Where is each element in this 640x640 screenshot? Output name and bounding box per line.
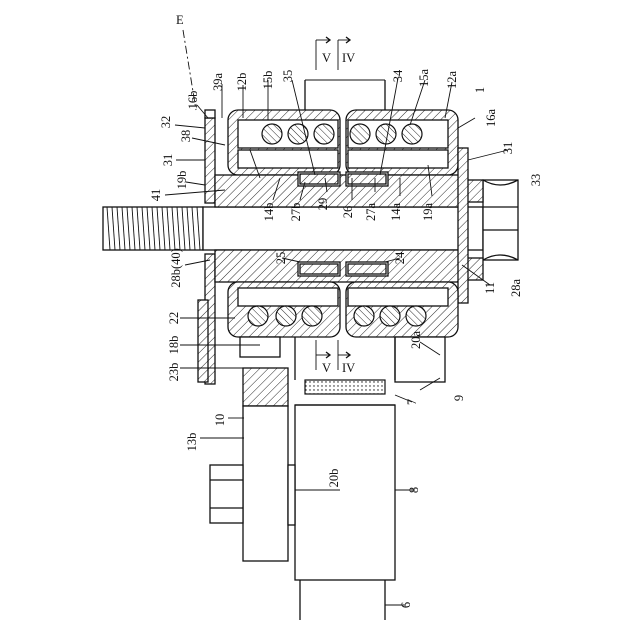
- reference-label-15a: 15a: [417, 69, 431, 88]
- section-mark-bottom: V IV: [316, 340, 355, 375]
- coil-wire: [354, 306, 374, 326]
- reference-label-31: 31: [501, 142, 515, 155]
- reference-label-14a: 14a: [389, 203, 403, 222]
- reference-label-28a: 28a: [509, 279, 523, 298]
- dotted-band-7: [305, 380, 385, 394]
- coil-wire: [406, 306, 426, 326]
- reference-label-32: 32: [159, 116, 173, 129]
- reference-label-13b: 13b: [185, 433, 199, 452]
- coil-wire: [314, 124, 334, 144]
- axis-label-e: E: [176, 13, 184, 27]
- upper-shaft: [305, 80, 385, 110]
- reference-label-19b: 19b: [175, 171, 189, 190]
- reference-label-35: 35: [281, 70, 295, 83]
- reference-label-12b: 12b: [235, 73, 249, 92]
- reference-label-33: 33: [529, 174, 543, 187]
- lower-hub: [215, 250, 462, 282]
- reference-label-39a: 39a: [211, 73, 225, 92]
- hex-nut: [210, 465, 243, 523]
- section-label-iv-top: IV: [342, 51, 355, 65]
- reference-label-9: 9: [452, 395, 466, 401]
- reference-label-12a: 12a: [445, 71, 459, 90]
- coil-wire: [380, 306, 400, 326]
- reference-label-10: 10: [213, 414, 227, 427]
- section-mark-top: V IV: [316, 37, 355, 70]
- reference-label-18b: 18b: [167, 336, 181, 355]
- upper-hub: [215, 172, 462, 207]
- reference-label-22: 22: [167, 312, 181, 325]
- reference-label-6: 6: [399, 602, 413, 608]
- reference-label-20a: 20a: [409, 331, 423, 350]
- coil-wire: [248, 306, 268, 326]
- reference-label-16a: 16a: [484, 109, 498, 128]
- reference-label-16b: 16b: [186, 91, 200, 110]
- section-label-v-bottom: V: [322, 361, 331, 375]
- left-member: [243, 368, 295, 561]
- reference-label-24: 24: [393, 251, 407, 264]
- coil-wire: [262, 124, 282, 144]
- reference-label-29: 29: [316, 198, 330, 211]
- reference-label-38: 38: [179, 130, 193, 143]
- reference-label-23b: 23b: [167, 363, 181, 382]
- reference-label-26: 26: [341, 206, 355, 219]
- reference-label-19a: 19a: [421, 203, 435, 222]
- reference-label-41: 41: [149, 189, 163, 202]
- coil-wire: [276, 306, 296, 326]
- reference-label-20b: 20b: [327, 469, 341, 488]
- reference-label-27a: 27a: [364, 203, 378, 222]
- reference-label-8: 8: [407, 487, 421, 493]
- reference-label-31: 31: [161, 154, 175, 167]
- section-label-v-top: V: [322, 51, 331, 65]
- section-label-iv-bottom: IV: [342, 361, 355, 375]
- coil-wire: [302, 306, 322, 326]
- reference-label-1: 1: [473, 87, 487, 93]
- reference-label-27b: 27b: [289, 203, 303, 222]
- upper-casing: [228, 110, 458, 175]
- reference-label-28b40: 28b(40): [169, 248, 183, 288]
- reference-label-15b: 15b: [261, 71, 275, 90]
- reference-label-11: 11: [483, 282, 497, 294]
- reference-label-7: 7: [405, 399, 419, 405]
- reference-label-14b: 14b: [262, 203, 276, 222]
- coil-wire: [402, 124, 422, 144]
- rotor-block-8: [295, 405, 395, 580]
- right-plate: [458, 148, 468, 303]
- reference-label-34: 34: [391, 69, 405, 82]
- reference-label-25: 25: [274, 252, 288, 265]
- coil-wire: [350, 124, 370, 144]
- lower-shaft: [300, 580, 385, 620]
